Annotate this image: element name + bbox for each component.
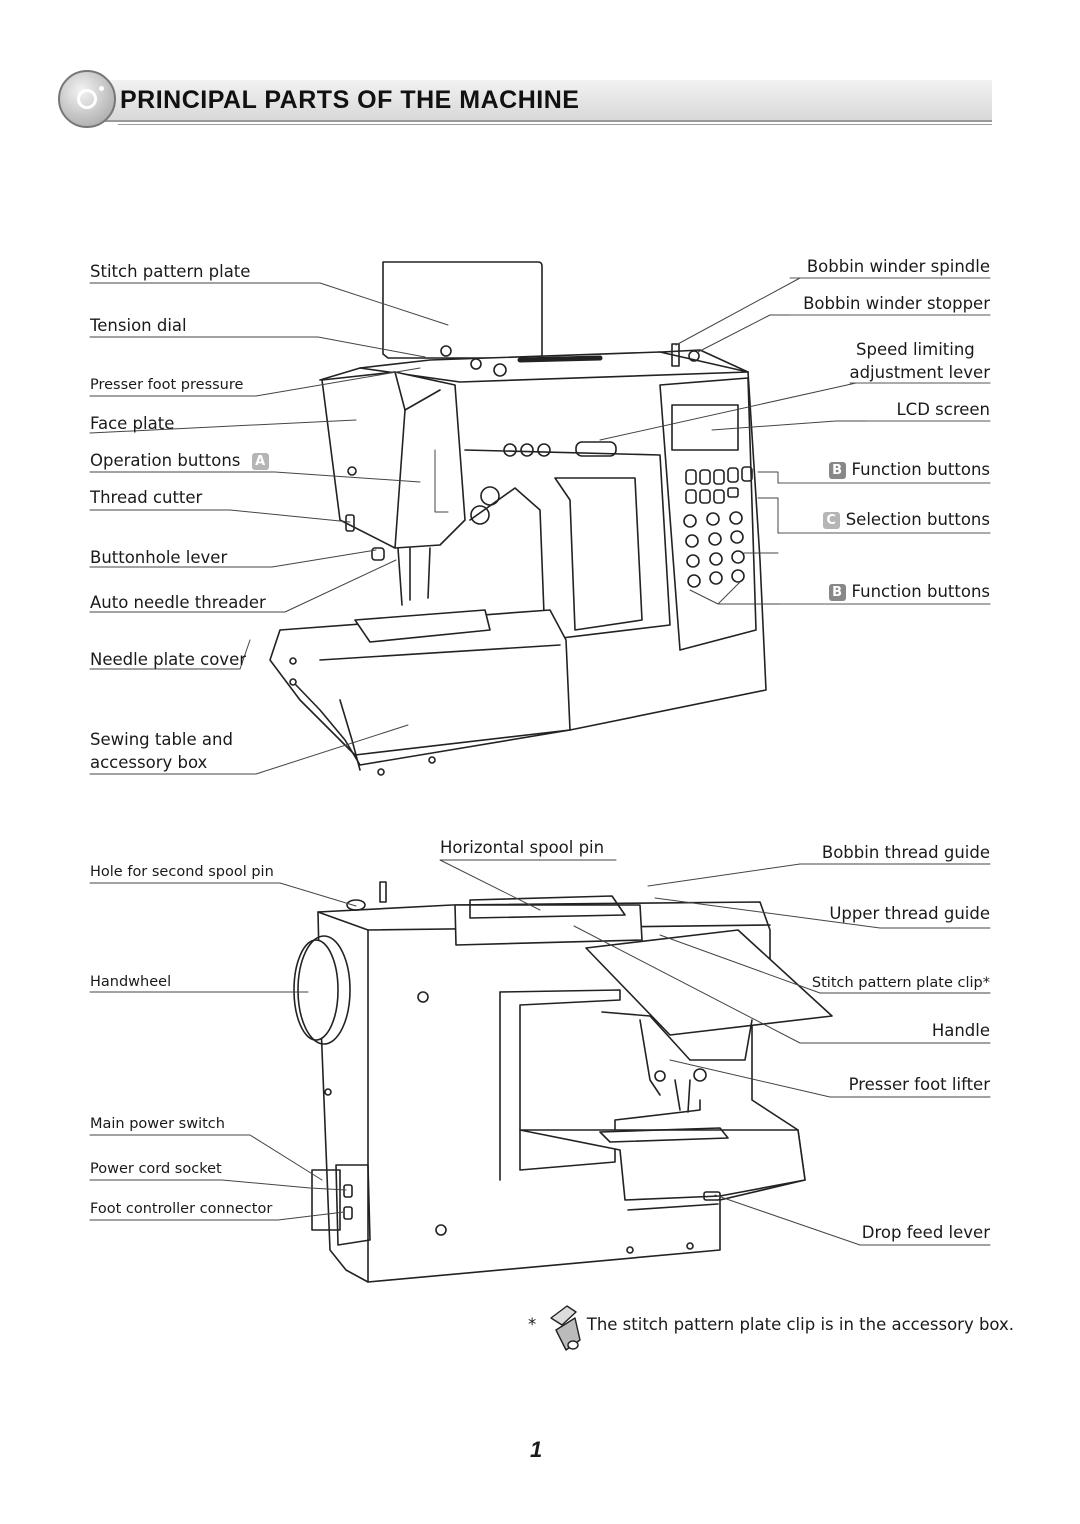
key-b-badge: B (828, 462, 846, 479)
key-b-badge-2: B (828, 584, 846, 601)
page-title: PRINCIPAL PARTS OF THE MACHINE (120, 86, 580, 114)
header-underline (118, 124, 992, 125)
back-machine-drawing (293, 881, 833, 1283)
selection-buttons-text: Selection buttons (845, 510, 990, 529)
label-underlines (779, 277, 991, 605)
label-needle-plate-cover: Needle plate cover (90, 650, 247, 669)
section-header (58, 70, 992, 130)
back-leader-lines (89, 859, 991, 1246)
footnote: * The stitch pattern plate clip is in th… (528, 1315, 1014, 1334)
label-tension-dial: Tension dial (90, 316, 187, 335)
label-speed-limiting-line1: Speed limiting (856, 340, 975, 359)
label-stitch-pattern-plate-clip: Stitch pattern plate clip* (811, 975, 990, 991)
function-buttons-text-1: Function buttons (851, 460, 990, 479)
label-buttonhole-lever: Buttonhole lever (90, 548, 228, 567)
operation-buttons-text: Operation buttons (90, 451, 241, 470)
label-selection-buttons: C Selection buttons (822, 510, 990, 530)
label-bobbin-thread-guide: Bobbin thread guide (821, 843, 990, 862)
label-bobbin-winder-spindle: Bobbin winder spindle (806, 257, 990, 276)
label-auto-needle-threader: Auto needle threader (90, 593, 266, 612)
label-upper-thread-guide: Upper thread guide (829, 904, 990, 923)
footnote-text: The stitch pattern plate clip is in the … (586, 1315, 1015, 1334)
page-number: 1 (530, 1437, 543, 1462)
label-lcd-screen: LCD screen (896, 400, 990, 419)
label-sewing-table-line2: accessory box (90, 753, 208, 772)
plate-clip-icon (550, 1305, 581, 1351)
label-handle: Handle (931, 1021, 990, 1040)
front-machine-drawing (269, 261, 767, 776)
label-drop-feed-lever: Drop feed lever (861, 1223, 990, 1242)
label-presser-foot-pressure: Presser foot pressure (90, 377, 244, 393)
label-horizontal-spool-pin: Horizontal spool pin (440, 838, 605, 857)
label-main-power-switch: Main power switch (90, 1116, 225, 1132)
function-buttons-text-2: Function buttons (851, 582, 990, 601)
circle-bullet-icon (58, 70, 116, 128)
label-presser-foot-lifter: Presser foot lifter (848, 1075, 990, 1094)
footnote-asterisk: * (528, 1315, 537, 1334)
label-handwheel: Handwheel (90, 974, 172, 990)
label-function-buttons-2: B Function buttons (828, 582, 990, 602)
label-bobbin-winder-stopper: Bobbin winder stopper (803, 294, 990, 313)
label-speed-limiting-line2: adjustment lever (849, 363, 990, 382)
label-sewing-table-line1: Sewing table and (90, 730, 233, 749)
label-foot-controller-connector: Foot controller connector (90, 1201, 273, 1217)
label-face-plate: Face plate (90, 414, 175, 433)
label-hole-second-spool-pin: Hole for second spool pin (90, 864, 274, 880)
header-bar (78, 80, 992, 122)
label-stitch-pattern-plate: Stitch pattern plate (90, 262, 251, 281)
key-c-badge: C (822, 512, 840, 529)
label-operation-buttons: Operation buttons A (90, 451, 269, 471)
key-a-badge: A (251, 453, 269, 470)
label-power-cord-socket: Power cord socket (90, 1161, 222, 1177)
label-thread-cutter: Thread cutter (90, 488, 203, 507)
label-function-buttons-1: B Function buttons (828, 460, 990, 480)
